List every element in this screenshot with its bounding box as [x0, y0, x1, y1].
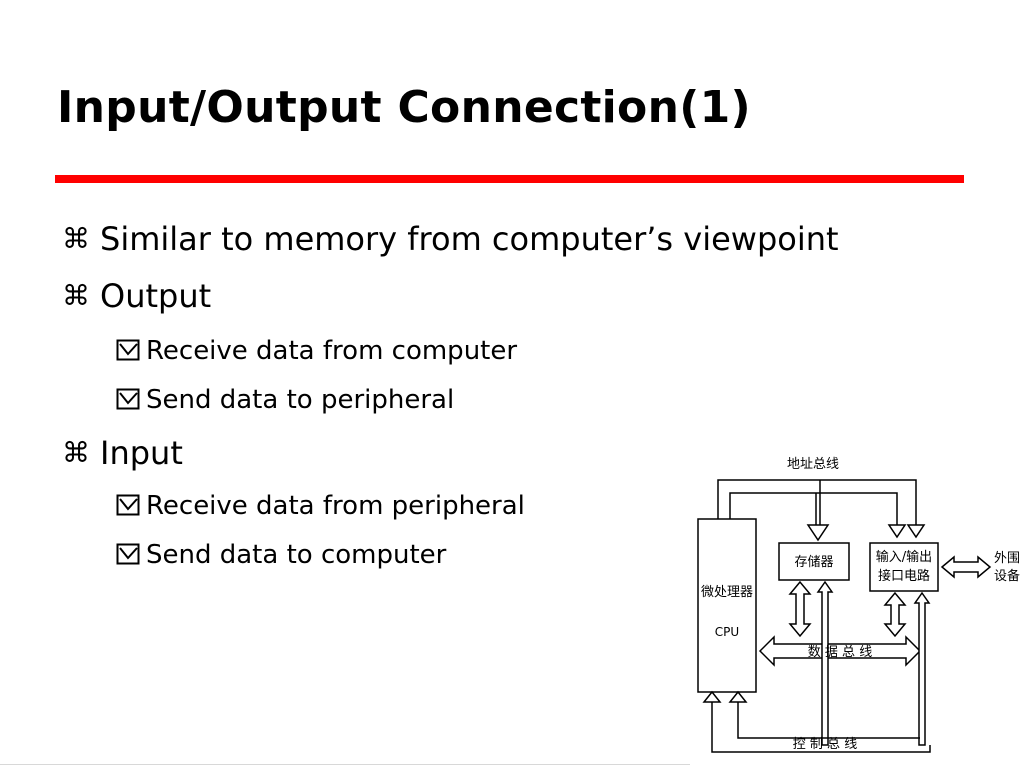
bullet-item: Send data to peripheral	[116, 385, 454, 415]
bullet-text: Receive data from peripheral	[146, 491, 525, 521]
cpu-label-en: CPU	[715, 625, 739, 639]
memory-box	[778, 542, 850, 581]
checkbox-icon	[116, 388, 140, 410]
checkbox-icon	[116, 339, 140, 361]
bullet-item: ⌘ Output	[62, 277, 211, 315]
bullet-text: Input	[100, 434, 183, 472]
external-device-label-line2: 设备	[994, 568, 1020, 584]
command-symbol-icon: ⌘	[62, 279, 90, 312]
external-device-arrow	[940, 555, 992, 579]
control-bus-label: 控 制 总 线	[793, 737, 857, 752]
bullet-text: Similar to memory from computer’s viewpo…	[100, 220, 839, 258]
address-bus	[717, 479, 926, 542]
io-data-arrow	[883, 591, 907, 638]
command-symbol-icon: ⌘	[62, 222, 90, 255]
control-bus	[702, 690, 931, 753]
bullet-text: Output	[100, 277, 212, 315]
cpu-label-cn: 微处理器	[701, 585, 753, 600]
command-symbol-icon: ⌘	[62, 436, 90, 469]
checkbox-icon	[116, 494, 140, 516]
bullet-text: Send data to peripheral	[146, 385, 455, 415]
io-control-arrow	[913, 591, 931, 746]
memory-label: 存储器	[794, 555, 833, 570]
bullet-item: ⌘ Input	[62, 434, 183, 472]
memory-data-arrow	[788, 580, 812, 638]
bullet-item: Receive data from peripheral	[116, 491, 525, 521]
bullet-text: Send data to computer	[146, 540, 447, 570]
io-interface-label-line1: 输入/输出	[876, 549, 932, 565]
bullet-item: Send data to computer	[116, 540, 446, 570]
footer-divider	[0, 764, 690, 765]
external-device-label-line1: 外围	[994, 551, 1020, 566]
title-underline	[55, 175, 964, 183]
bullet-item: Receive data from computer	[116, 336, 517, 366]
slide-title: Input/Output Connection(1)	[57, 82, 751, 133]
memory-control-arrow	[816, 580, 834, 746]
io-interface-label-line2: 接口电路	[878, 568, 930, 584]
bullet-text: Receive data from computer	[146, 336, 518, 366]
bullet-item: ⌘ Similar to memory from computer’s viewp…	[62, 220, 839, 258]
bus-diagram: 地址总线 微处理器 CPU 存储器 输入/输出 接口电路 外围 设备 数 据 总…	[697, 457, 1020, 753]
data-bus-label: 数 据 总 线	[808, 645, 872, 660]
address-bus-label: 地址总线	[787, 457, 839, 472]
io-interface-box	[869, 542, 939, 592]
checkbox-icon	[116, 543, 140, 565]
cpu-box	[697, 518, 757, 693]
